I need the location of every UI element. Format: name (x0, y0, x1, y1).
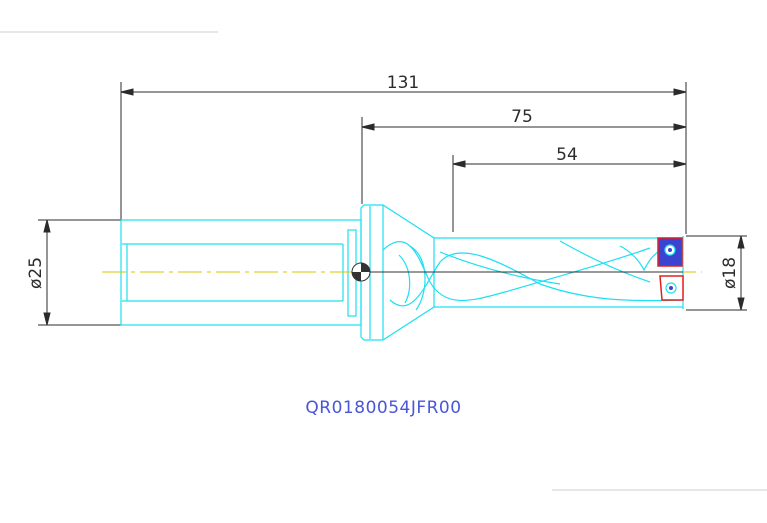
dimension-shank-diameter (38, 219, 122, 326)
flute-curve-7 (559, 240, 651, 283)
part-number-label: QR0180054JFR00 (305, 398, 462, 418)
dim-body-length-text: 75 (511, 107, 533, 127)
reference-point-symbol (351, 262, 371, 282)
dim-shank-diameter-text: ø25 (26, 257, 46, 289)
dim-drill-diameter-text: ø18 (720, 257, 740, 289)
flute-curve-1 (382, 241, 651, 302)
flute-curve-4 (409, 245, 426, 311)
cutting-insert-top (657, 237, 683, 267)
flute-curve-5 (439, 251, 561, 285)
cutting-insert-bottom (659, 275, 684, 301)
dimension-overall-length (120, 82, 687, 234)
dimension-drill-diameter (686, 235, 747, 311)
dim-overall-length-text: 131 (387, 73, 419, 93)
dim-flute-length-text: 54 (556, 145, 578, 165)
flute-curve-2 (389, 252, 684, 307)
dimension-body-length (361, 117, 687, 204)
dimension-flute-length (452, 155, 687, 232)
flute-curve-6 (619, 245, 659, 272)
flute-curve-3 (398, 254, 411, 304)
